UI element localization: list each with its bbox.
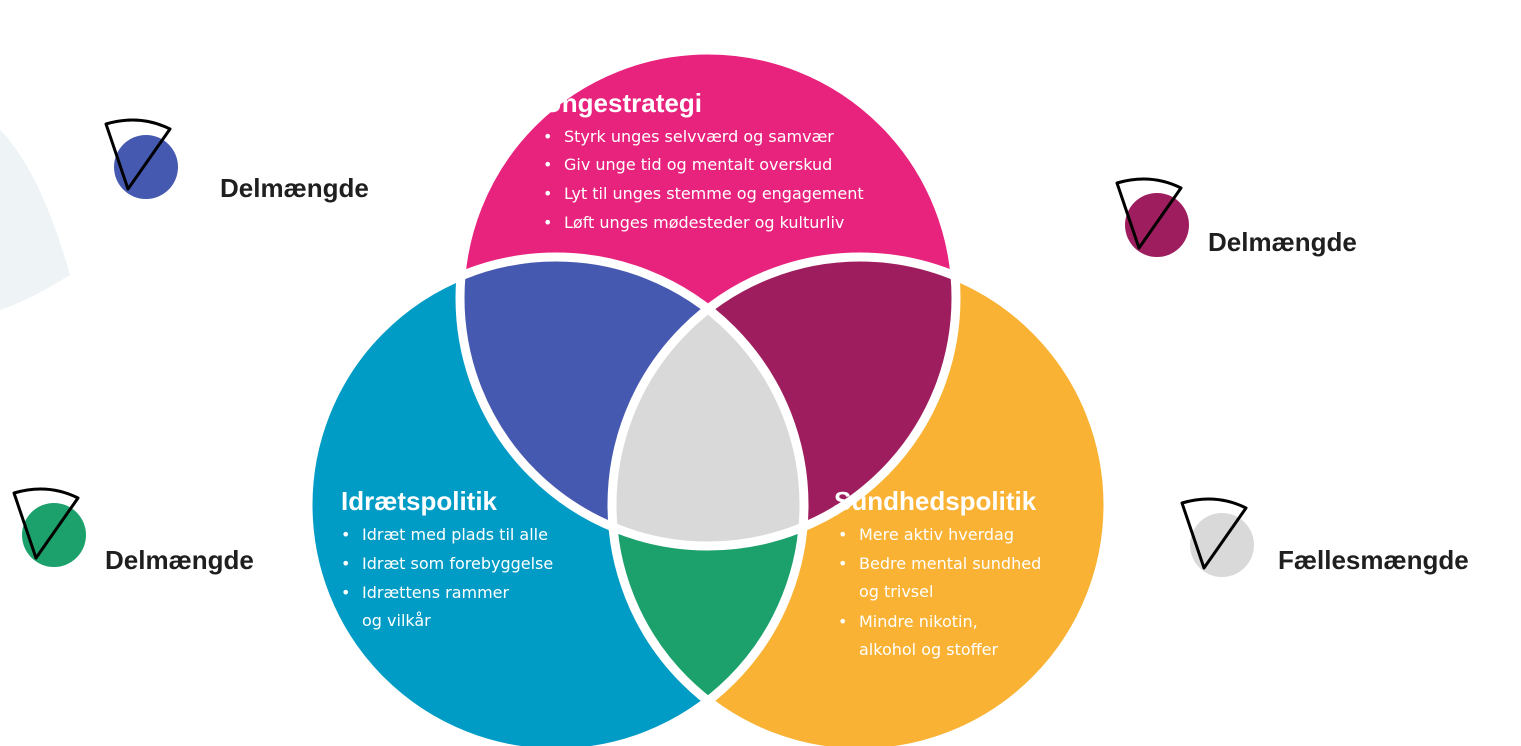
legend-item-center: Fællesmængde bbox=[1180, 497, 1469, 577]
circle-outlines bbox=[303, 45, 1113, 746]
set-title-ungestrategi: Ungestrategi bbox=[543, 88, 702, 118]
pie-wedge-outline bbox=[104, 118, 172, 191]
bullet-text: Styrk unges selvværd og samvær bbox=[564, 127, 834, 146]
legend-label: Delmængde bbox=[1208, 227, 1357, 257]
bullet-text: Idræt med plads til alle bbox=[362, 525, 548, 544]
bullet-marker: • bbox=[341, 583, 350, 602]
pie-wedge-outline bbox=[1180, 497, 1248, 570]
bullet-marker: • bbox=[543, 213, 552, 232]
bullet-text: og trivsel bbox=[859, 582, 933, 601]
bullet-text: Mindre nikotin, bbox=[859, 612, 978, 631]
pie-wedge-outline bbox=[1115, 177, 1183, 250]
legend-item-top-right: Delmængde bbox=[1115, 177, 1357, 257]
background-swoosh bbox=[0, 130, 70, 310]
bullet-text: Mere aktiv hverdag bbox=[859, 525, 1014, 544]
legend-item-left-right: Delmængde bbox=[12, 487, 254, 575]
pie-wedge-icon bbox=[1125, 193, 1189, 257]
pie-wedge-outline bbox=[12, 487, 80, 560]
bullet-text: Idrættens rammer bbox=[362, 583, 510, 602]
legend-label: Fællesmængde bbox=[1278, 545, 1469, 575]
bullet-marker: • bbox=[341, 525, 350, 544]
bullet-marker: • bbox=[341, 554, 350, 573]
bullet-text: Giv unge tid og mentalt overskud bbox=[564, 155, 832, 174]
intersection-center bbox=[612, 257, 804, 546]
legend-label: Delmængde bbox=[105, 545, 254, 575]
bullet-text: Bedre mental sundhed bbox=[859, 554, 1041, 573]
pie-wedge-icon bbox=[114, 135, 178, 199]
set-title-sundhedspolitik: Sundhedspolitik bbox=[834, 486, 1037, 516]
bullet-marker: • bbox=[543, 155, 552, 174]
bullet-text: Løft unges mødesteder og kulturliv bbox=[564, 213, 844, 232]
bullet-text: alkohol og stoffer bbox=[859, 640, 998, 659]
set-title-idraetspolitik: Idrætspolitik bbox=[341, 486, 498, 516]
pie-wedge-icon bbox=[22, 503, 86, 567]
bullet-text: Lyt til unges stemme og engagement bbox=[564, 184, 864, 203]
bullet-text: og vilkår bbox=[362, 611, 431, 630]
bullet-marker: • bbox=[838, 612, 847, 631]
bullet-text: Idræt som forebyggelse bbox=[362, 554, 553, 573]
legend-label: Delmængde bbox=[220, 173, 369, 203]
pie-wedge-icon bbox=[1190, 513, 1254, 577]
bullet-marker: • bbox=[838, 525, 847, 544]
bullet-marker: • bbox=[543, 127, 552, 146]
bullet-marker: • bbox=[838, 554, 847, 573]
bullet-marker: • bbox=[543, 184, 552, 203]
legend-item-top-left: Delmængde bbox=[104, 118, 369, 203]
